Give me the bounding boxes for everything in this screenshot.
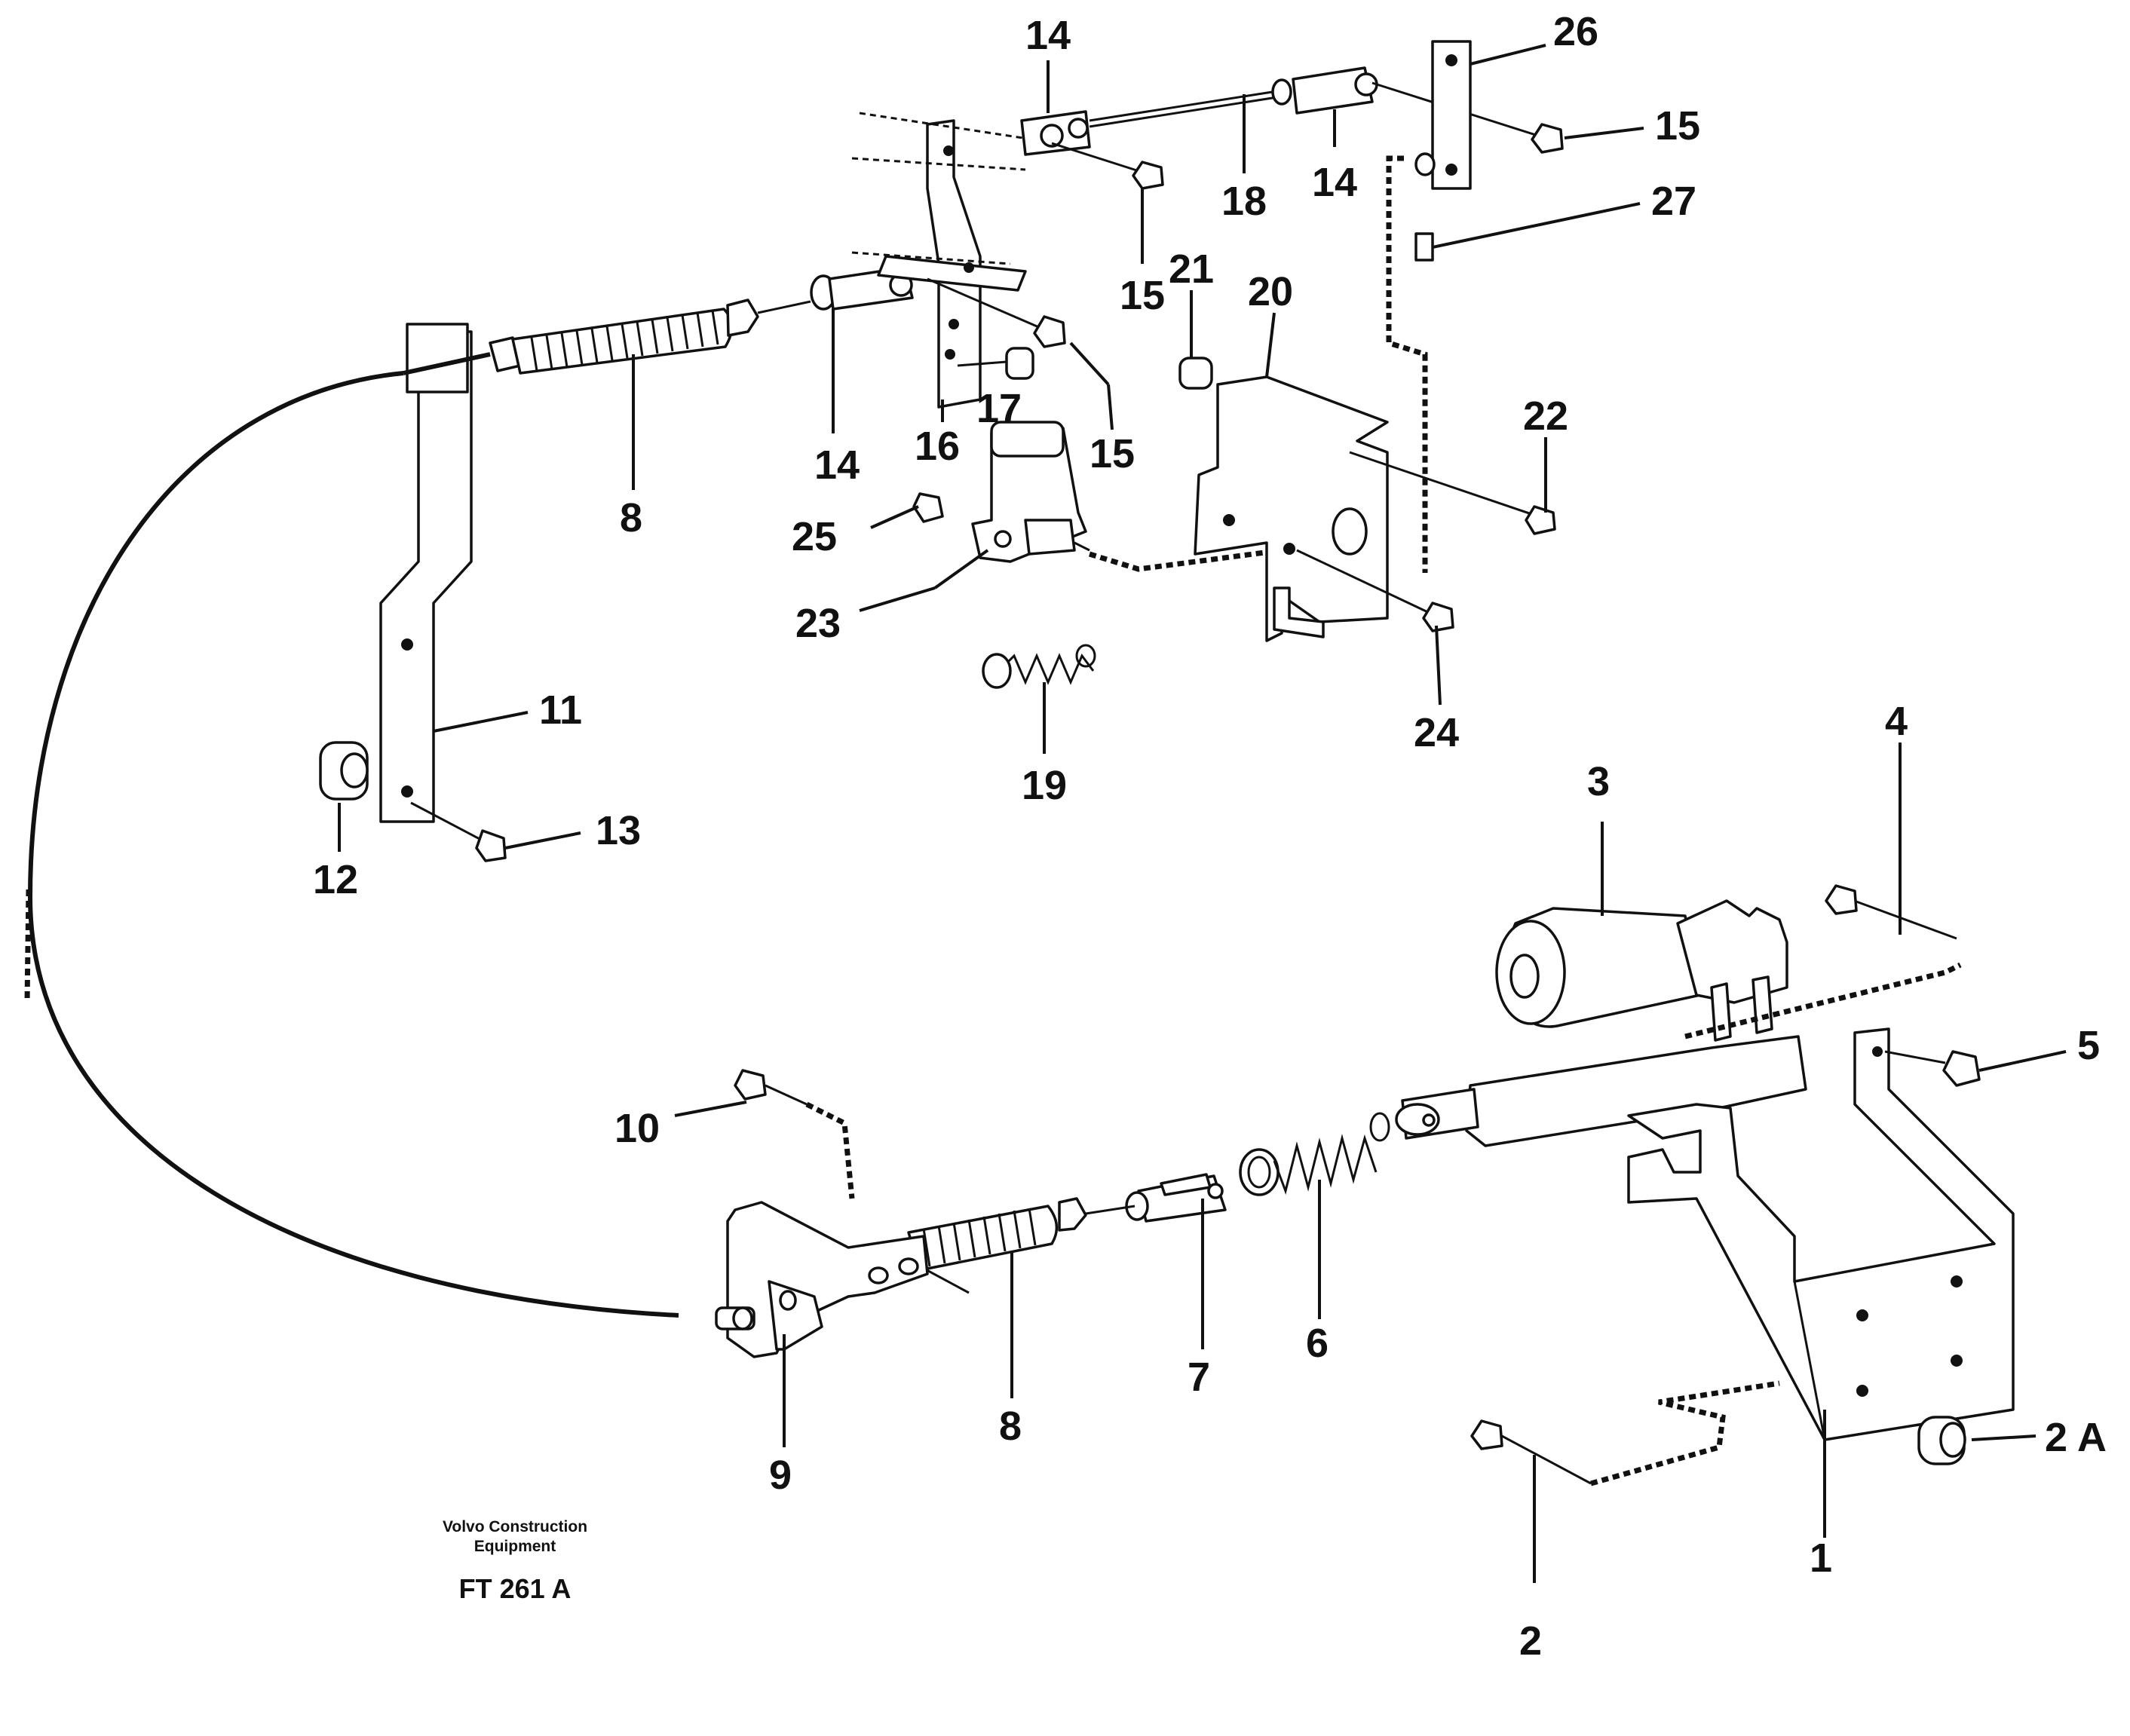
nut-25 — [912, 492, 944, 523]
lower-cable-8 — [907, 1197, 1135, 1294]
callout-16: 16 — [915, 424, 960, 469]
bolt-4 — [1825, 884, 1957, 940]
upper-cable-8 — [403, 299, 811, 375]
callout-1: 1 — [1810, 1535, 1832, 1581]
screw-27 — [1414, 232, 1434, 262]
bracket-1 — [1627, 1027, 2015, 1441]
callout-4: 4 — [1885, 699, 1908, 744]
link-26 — [1414, 40, 1472, 190]
leader-lines — [338, 44, 2067, 1583]
rod-18 — [1089, 78, 1292, 128]
callout-14-right: 14 — [1312, 160, 1357, 205]
leader-dash-10 — [805, 1101, 855, 1199]
bolt-15-middle — [927, 277, 1066, 348]
bolt-15-top-left — [1051, 142, 1164, 190]
callout-2a: 2 A — [2045, 1415, 2107, 1460]
callout-8-lower: 8 — [999, 1404, 1022, 1449]
throttle-cable-loop — [27, 371, 679, 1318]
callout-2: 2 — [1519, 1618, 1542, 1664]
callout-25: 25 — [792, 514, 837, 559]
bracket-20 — [1194, 375, 1389, 642]
bushing-2a — [1917, 1416, 1966, 1465]
spacer-21 — [1178, 357, 1213, 390]
callout-10: 10 — [614, 1106, 660, 1151]
clevis-14-top-right — [1292, 66, 1378, 115]
clevis-14-middle — [810, 266, 914, 311]
callout-20: 20 — [1248, 269, 1293, 314]
callout-24: 24 — [1414, 710, 1459, 755]
nut-5 — [1884, 1050, 1981, 1087]
callout-5: 5 — [2077, 1023, 2100, 1068]
callout-14-top: 14 — [1025, 13, 1071, 58]
callout-15-middle: 15 — [1090, 431, 1135, 476]
bracket-11 — [379, 323, 473, 823]
clevis-14-top-left — [1020, 110, 1091, 156]
callout-13: 13 — [596, 808, 641, 853]
callout-7: 7 — [1188, 1355, 1210, 1400]
spring-19 — [982, 644, 1096, 689]
callout-15-top-right: 15 — [1655, 103, 1700, 148]
leader-dash-27 — [1386, 155, 1428, 573]
bolt-10 — [734, 1069, 808, 1106]
leader-dash-23 — [1088, 547, 1283, 572]
callout-17: 17 — [976, 386, 1022, 431]
bolt-22 — [1349, 451, 1556, 535]
bolt-2 — [1470, 1419, 1592, 1485]
callout-8-upper: 8 — [620, 495, 642, 540]
figure-code: FT 261 A — [459, 1573, 572, 1604]
actuator-body — [1395, 1035, 1807, 1147]
callout-27: 27 — [1651, 179, 1696, 224]
callout-21: 21 — [1169, 246, 1214, 292]
company-line-1: Volvo Construction — [443, 1518, 587, 1535]
callout-15-top-left: 15 — [1120, 273, 1165, 318]
solenoid-23 — [971, 421, 1090, 563]
leader-dash-2 — [1590, 1380, 1780, 1486]
cable-break-marker — [24, 889, 32, 1003]
clevis-7 — [1125, 1173, 1227, 1223]
callout-23: 23 — [795, 601, 841, 646]
callout-labels: 1 2 2 A 3 4 5 6 7 8 8 9 10 11 12 13 14 1… — [313, 9, 2107, 1664]
callout-12: 12 — [313, 857, 358, 902]
company-line-2: Equipment — [474, 1538, 556, 1555]
callout-11: 11 — [539, 687, 582, 733]
callout-3: 3 — [1587, 759, 1610, 804]
bracket-9 — [726, 1201, 929, 1358]
callout-9: 9 — [769, 1453, 792, 1498]
bolt-13 — [410, 801, 507, 862]
callout-18: 18 — [1221, 179, 1267, 224]
nut-17 — [957, 347, 1034, 380]
actuator-motor-3 — [1495, 899, 1788, 1042]
callout-19: 19 — [1022, 763, 1067, 808]
bolt-24 — [1296, 549, 1454, 632]
bushing-12 — [319, 741, 369, 801]
cable-end-9 — [715, 1306, 755, 1330]
footer-credit: Volvo Construction Equipment FT 261 A — [443, 1518, 587, 1604]
callout-14-middle: 14 — [814, 442, 860, 488]
callout-26: 26 — [1553, 9, 1598, 54]
spring-6 — [1239, 1112, 1390, 1196]
lever-bracket-16 — [851, 112, 1034, 409]
callout-6: 6 — [1306, 1321, 1329, 1366]
callout-22: 22 — [1523, 393, 1568, 439]
